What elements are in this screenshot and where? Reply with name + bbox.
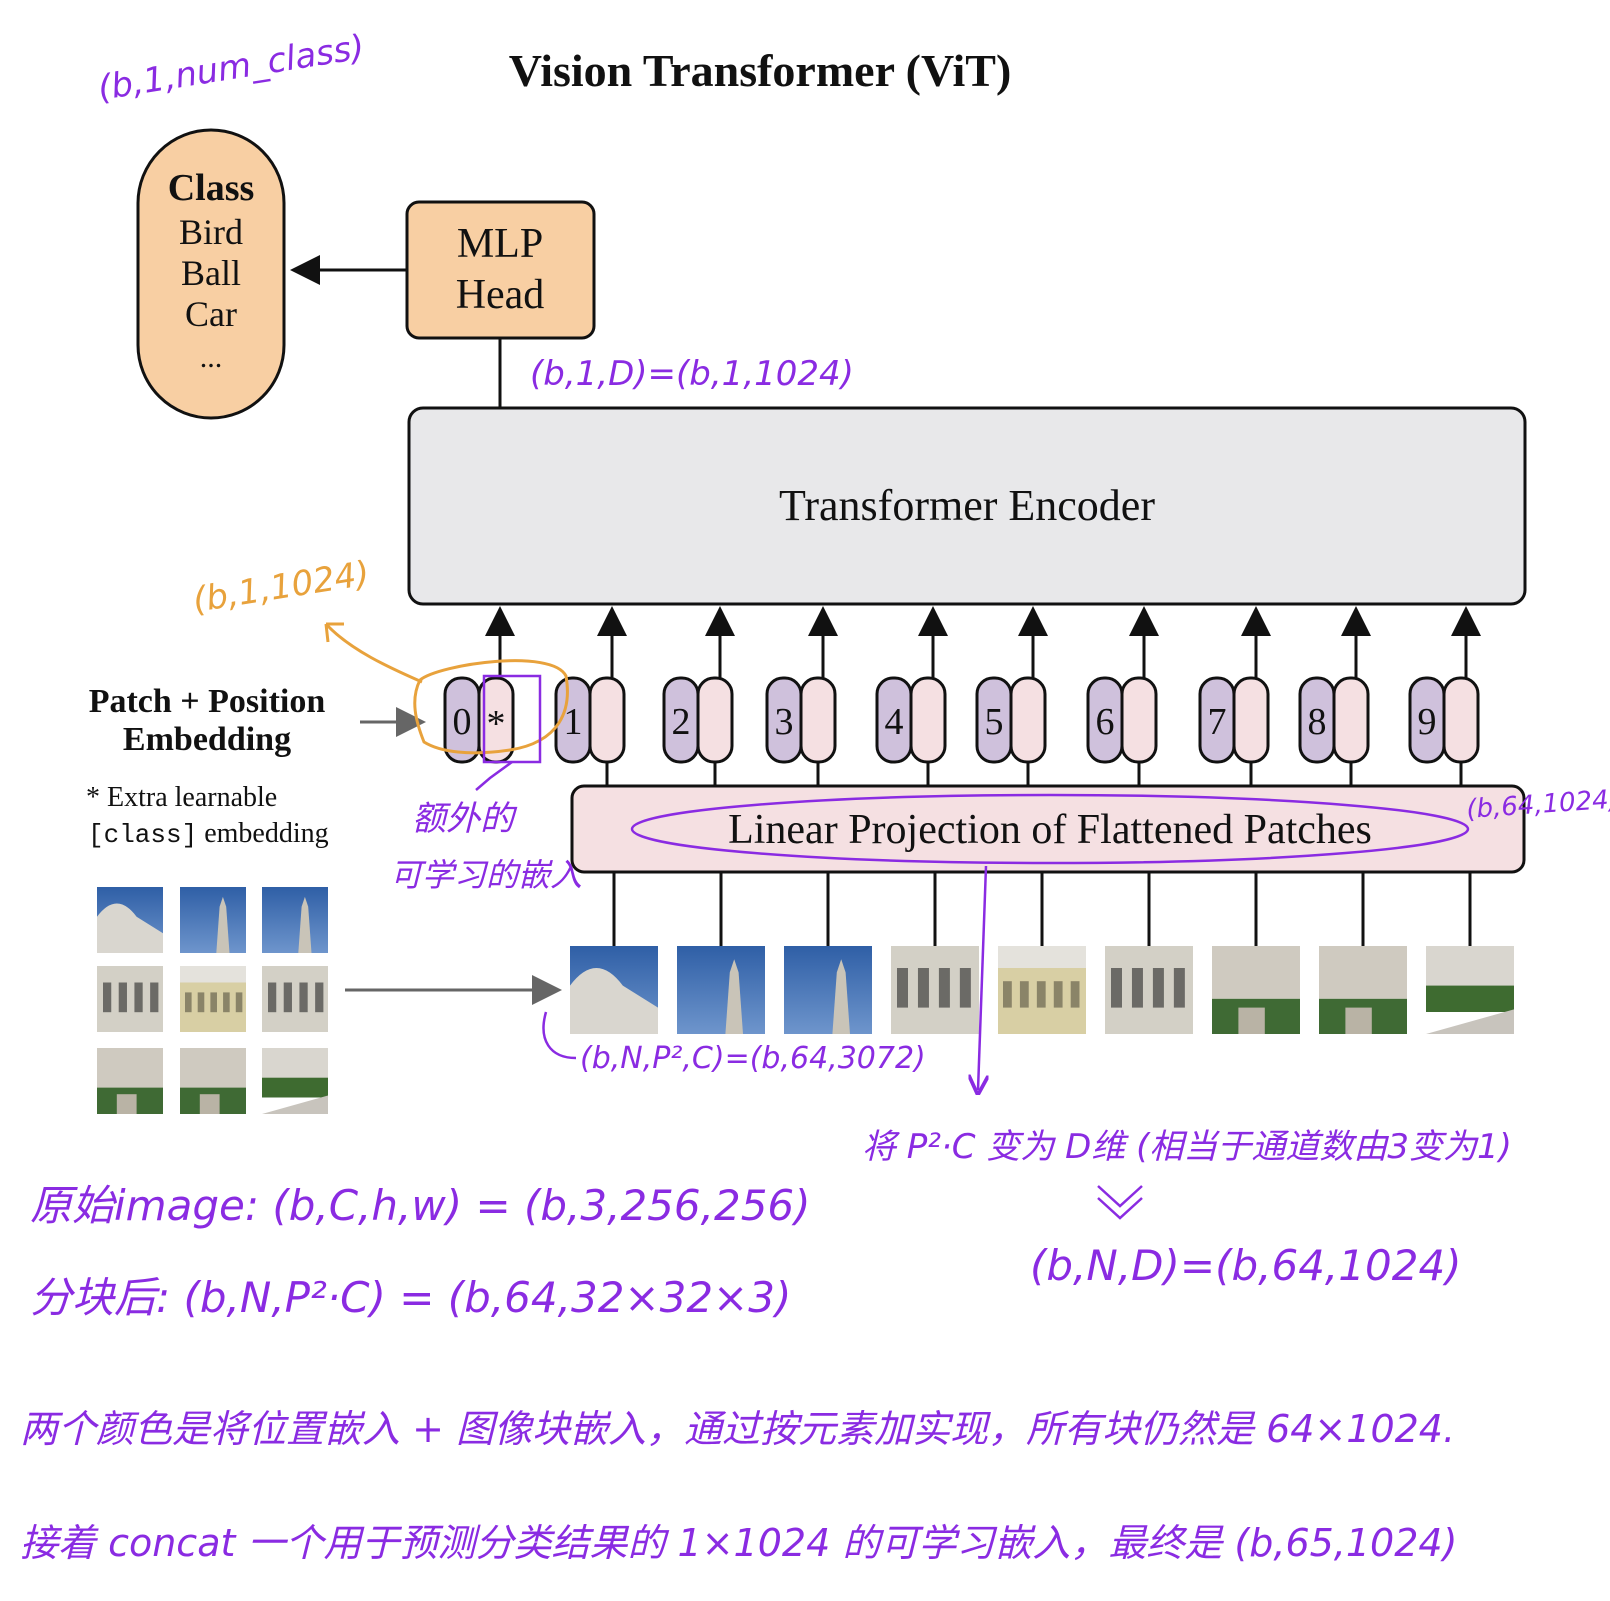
transformer-encoder-box [407, 406, 1527, 606]
sequence-patch-1 [570, 946, 658, 1034]
patch-embedding-2 [696, 676, 734, 764]
patch-embedding-9 [1442, 676, 1480, 764]
position-label-2: 2 [672, 701, 691, 743]
grid-patch-5 [180, 966, 246, 1032]
grid-patch-3 [262, 887, 328, 953]
annotation-head-input-shape: (b,1,D)=(b,1,1024) [530, 354, 854, 394]
patch-embedding-4 [909, 676, 947, 764]
sequence-patch-8 [1319, 946, 1407, 1034]
annotation-patches-shape: (b,N,P²,C)=(b,64,3072) [580, 1041, 926, 1076]
annotation-projection-arrow [978, 865, 986, 1090]
position-label-0: 0 [453, 701, 472, 743]
linear-projection-label: Linear Projection of Flattened Patches [728, 807, 1372, 853]
annotation-nd-shape: (b,N,D)=(b,64,1024) [1030, 1241, 1462, 1290]
annotation-projection-note: 将 P²·C 变为 D维 (相当于通道数由3变为1) [862, 1127, 1512, 1167]
grid-patch-6 [262, 966, 328, 1032]
sequence-patch-3 [784, 946, 872, 1034]
class-item-ball: Ball [181, 253, 241, 293]
annotation-note-sum: 两个颜色是将位置嵌入 + 图像块嵌入，通过按元素加实现，所有块仍然是 64×10… [20, 1407, 1455, 1451]
annotation-star-arrow [475, 760, 513, 791]
annotation-original-image: 原始image: (b,C,h,w) = (b,3,256,256) [30, 1181, 811, 1230]
position-label-8: 8 [1308, 701, 1327, 743]
grid-patch-1 [97, 887, 163, 953]
patch-embedding-1 [588, 676, 626, 764]
position-label-1: 1 [564, 701, 583, 743]
annotation-cls-circle [413, 659, 569, 755]
annotation-projection-ellipse [630, 793, 1470, 865]
patch-embedding-8 [1332, 676, 1370, 764]
position-label-5: 5 [985, 701, 1004, 743]
annotation-patches-arrow [542, 1011, 577, 1060]
flattened-patch-sequence [570, 872, 1514, 1034]
extra-note-line2: [class] embedding [88, 818, 329, 850]
extra-note-code: [class] [88, 820, 197, 850]
class-token-symbol: * [487, 703, 506, 745]
annotation-output-shape: (b,1,num_class) [95, 27, 367, 109]
grid-patch-9 [262, 1048, 328, 1114]
mlp-head-line1: MLP [457, 221, 543, 267]
sequence-patch-6 [1105, 946, 1193, 1034]
sequence-patch-2 [677, 946, 765, 1034]
position-label-4: 4 [885, 701, 904, 743]
class-item-ellipsis: ... [200, 341, 223, 374]
sequence-patch-9 [1426, 946, 1514, 1034]
annotation-cls-note-line2: 可学习的嵌入 [390, 856, 582, 894]
image-patch-grid [97, 887, 328, 1114]
annotation-after-split: 分块后: (b,N,P²·C) = (b,64,32×32×3) [30, 1273, 791, 1322]
position-label-3: 3 [775, 701, 794, 743]
grid-patch-2 [180, 887, 246, 953]
annotation-cls-arrow [324, 622, 423, 684]
annotation-note-concat: 接着 concat 一个用于预测分类结果的 1×1024 的可学习嵌入，最终是 … [20, 1521, 1457, 1565]
grid-patch-7 [97, 1048, 163, 1114]
extra-note-line1: * Extra learnable [86, 782, 277, 813]
position-label-6: 6 [1096, 701, 1115, 743]
token-sequence: 0 * 1 2 3 4 5 6 7 8 9 [443, 606, 1481, 786]
mlp-head-line2: Head [456, 272, 545, 318]
patch-embedding-6 [1120, 676, 1158, 764]
position-label-9: 9 [1418, 701, 1437, 743]
embedding-label-line2: Embedding [123, 721, 291, 758]
position-label-7: 7 [1208, 701, 1227, 743]
annotation-cls-shape: (b,1,1024) [190, 554, 372, 621]
patch-embedding-3 [799, 676, 837, 764]
class-item-car: Car [185, 294, 237, 334]
patch-embedding-5 [1009, 676, 1047, 764]
class-output-box [136, 128, 286, 420]
embedding-label-line1: Patch + Position [89, 683, 326, 720]
annotations: (b,1,num_class) (b,1,D)=(b,1,1024) (b,1,… [20, 27, 1610, 1565]
transformer-encoder-label: Transformer Encoder [779, 481, 1155, 530]
grid-patch-4 [97, 966, 163, 1032]
class-heading: Class [168, 167, 255, 209]
sequence-patch-5 [998, 946, 1086, 1034]
linear-projection-box [570, 784, 1526, 874]
diagram-title: Vision Transformer (ViT) [509, 45, 1012, 96]
patch-embedding-7 [1232, 676, 1270, 764]
class-item-bird: Bird [179, 212, 243, 252]
extra-note-rest: embedding [197, 818, 328, 849]
annotation-chevron-down [1097, 1185, 1143, 1220]
sequence-patch-4 [891, 946, 979, 1034]
grid-patch-8 [180, 1048, 246, 1114]
sequence-patch-7 [1212, 946, 1300, 1034]
annotation-cls-note-line1: 额外的 [412, 799, 518, 839]
annotation-cls-arrow-head [324, 622, 344, 643]
